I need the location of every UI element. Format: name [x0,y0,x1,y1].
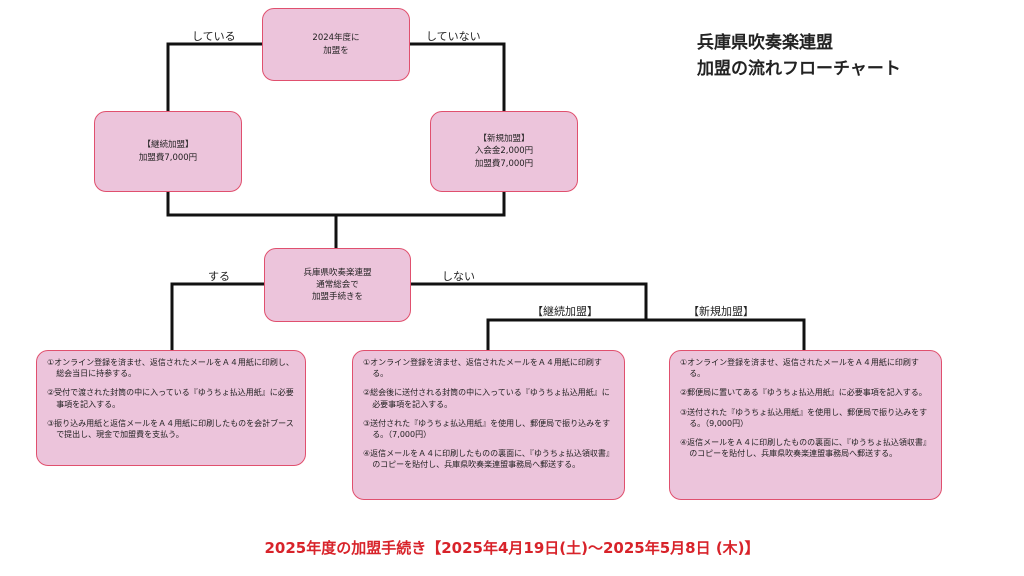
new-box-line-3: 加盟費7,000円 [474,158,534,169]
start-box-line-2: 加盟を [323,45,349,56]
renewal-box-line-1: 【継続加盟】 [142,140,194,151]
renewal-steps-box: ①オンライン登録を済ませ、返信されたメールをＡ４用紙に印刷する。 ②総会後に送付… [352,350,625,500]
line-meeting-no [408,282,648,322]
label-already-member: している [192,30,236,43]
start-box-line-1: 2024年度に [312,33,360,44]
registration-period-note: 2025年度の加盟手続き【2025年4月19日(土)～2025年5月8日 (木)… [264,539,760,557]
renewal-step-3: ③送付された『ゆうちょ払込用紙』を使用し、郵便局で振り込みをする。（7,000円… [363,418,611,439]
renewal-step-4: ④返信メールをＡ４に印刷したものの裏面に、『ゆうちょ払込領収書』のコピーを貼付し… [363,449,614,470]
meeting-box-line-3: 加盟手続きを [311,292,363,303]
start-box: 2024年度に 加盟を [262,8,410,81]
meeting-box-line-2: 通常総会で [316,279,359,290]
new-box-line-2: 入会金2,000円 [474,146,534,157]
meeting-step-2: ②受付で渡された封筒の中に入っている『ゆうちょ払込用紙』に必要事項を記入する。 [47,388,294,409]
page-title: 兵庫県吹奏楽連盟 加盟の流れフローチャート [697,30,901,83]
meeting-box-line-1: 兵庫県吹奏楽連盟 [303,267,372,278]
label-meeting-yes: する [208,270,230,283]
new-steps-box: ①オンライン登録を済ませ、返信されたメールをＡ４用紙に印刷する。 ②郵便局に置い… [669,350,942,500]
label-meeting-no: しない [442,270,475,283]
title-line-2: 加盟の流れフローチャート [697,59,901,80]
new-step-3: ③送付された『ゆうちょ払込用紙』を使用し、郵便局で振り込みをする。（9,000円… [680,407,928,428]
new-step-2: ②郵便局に置いてある『ゆうちょ払込用紙』に必要事項を記入する。 [680,388,927,398]
label-sub-renewal: 【継続加盟】 [532,305,598,318]
renewal-step-2: ②総会後に送付される封筒の中に入っている『ゆうちょ払込用紙』に必要事項を記入する… [363,388,610,409]
new-box-line-1: 【新規加盟】 [478,134,530,145]
line-start-to-renewal [166,42,264,114]
new-box: 【新規加盟】 入会金2,000円 加盟費7,000円 [430,111,578,192]
line-meeting-yes [170,282,266,352]
new-step-1: ①オンライン登録を済ませ、返信されたメールをＡ４用紙に印刷する。 [680,358,919,379]
renewal-box: 【継続加盟】 加盟費7,000円 [94,111,242,192]
line-start-to-new [408,42,506,114]
label-not-member: していない [426,30,481,43]
renewal-box-line-2: 加盟費7,000円 [138,152,198,163]
meeting-step-1: ①オンライン登録を済ませ、返信されたメールをＡ４用紙に印刷し、総会当日に持参する… [47,358,294,379]
new-step-4: ④返信メールをＡ４に印刷したものの裏面に、『ゆうちょ払込領収書』のコピーを貼付し… [680,437,931,459]
meeting-steps-box: ①オンライン登録を済ませ、返信されたメールをＡ４用紙に印刷し、総会当日に持参する… [36,350,306,466]
meeting-step-3: ③振り込み用紙と返信メールをＡ４用紙に印刷したものを会計ブースで提出し、現金で加… [47,418,294,439]
renewal-step-1: ①オンライン登録を済ませ、返信されたメールをＡ４用紙に印刷する。 [363,358,602,379]
meeting-box: 兵庫県吹奏楽連盟 通常総会で 加盟手続きを [264,248,411,322]
title-line-1: 兵庫県吹奏楽連盟 [697,33,833,53]
label-sub-new: 【新規加盟】 [688,305,754,318]
